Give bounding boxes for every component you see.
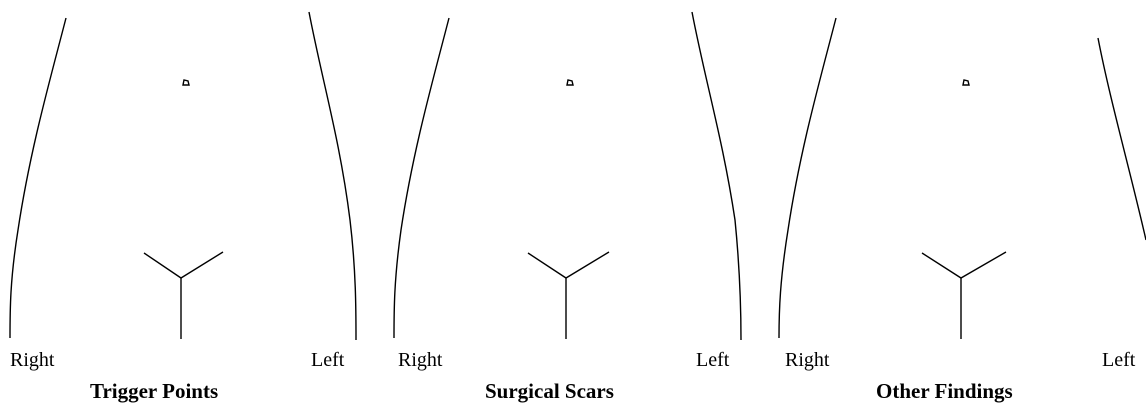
body-outline-left-side <box>692 12 741 340</box>
body-outline-right-side <box>394 18 449 338</box>
navel-mark <box>963 80 969 85</box>
label-right: Right <box>398 349 443 371</box>
label-left: Left <box>1102 349 1136 371</box>
groin-lines <box>922 252 1006 278</box>
body-outline-right-side <box>10 18 66 338</box>
panel-title: Surgical Scars <box>485 379 614 403</box>
label-right: Right <box>10 349 55 371</box>
navel-mark <box>183 80 189 85</box>
groin-lines <box>528 252 609 278</box>
panel-other-findings: Right Left Other Findings <box>779 18 1146 403</box>
groin-lines <box>144 252 223 278</box>
navel-mark <box>567 80 573 85</box>
label-right: Right <box>785 349 830 371</box>
body-outline-left-side <box>1098 38 1146 240</box>
label-left: Left <box>311 349 345 371</box>
panel-surgical-scars: Right Left Surgical Scars <box>394 12 741 403</box>
body-outline-left-side <box>309 12 356 340</box>
label-left: Left <box>696 349 730 371</box>
panel-trigger-points: Right Left Trigger Points <box>10 12 356 403</box>
panel-title: Other Findings <box>876 379 1013 403</box>
panel-title: Trigger Points <box>90 379 218 403</box>
body-outline-right-side <box>779 18 836 338</box>
